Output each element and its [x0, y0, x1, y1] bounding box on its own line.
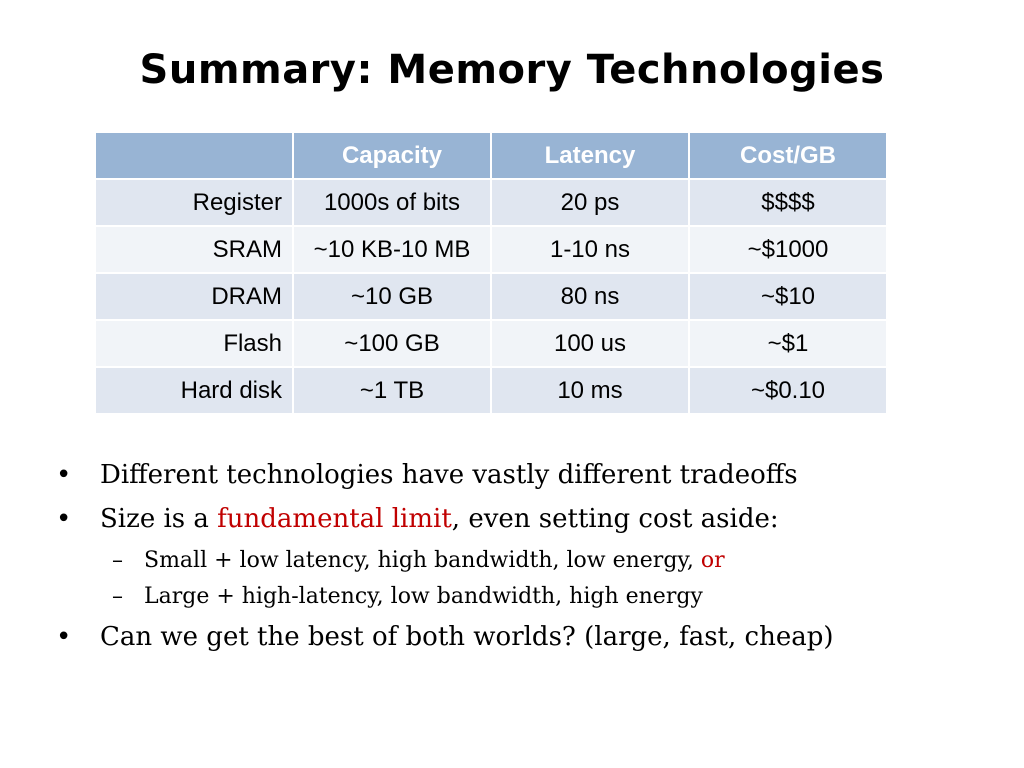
latency-cell: 20 ps [492, 180, 688, 225]
capacity-cell: ~100 GB [294, 321, 490, 366]
sub-bullet-group: – Small + low latency, high bandwidth, l… [56, 543, 976, 615]
row-label: Register [96, 180, 292, 225]
bullet-size-limit: • Size is a fundamental limit, even sett… [56, 499, 976, 539]
row-label: Flash [96, 321, 292, 366]
memory-technologies-table: Capacity Latency Cost/GB Register 1000s … [94, 131, 888, 415]
latency-cell: 80 ns [492, 274, 688, 319]
cost-cell: ~$0.10 [690, 368, 886, 413]
sub-bullet-dash: – [112, 548, 123, 573]
latency-cell: 1-10 ns [492, 227, 688, 272]
cost-cell: ~$1000 [690, 227, 886, 272]
capacity-cell: ~10 KB-10 MB [294, 227, 490, 272]
table-header-row: Capacity Latency Cost/GB [96, 133, 886, 178]
row-label: Hard disk [96, 368, 292, 413]
bullet-text: Different technologies have vastly diffe… [100, 460, 798, 490]
table-header-cost: Cost/GB [690, 133, 886, 178]
table-row: SRAM ~10 KB-10 MB 1-10 ns ~$1000 [96, 227, 886, 272]
slide-title: Summary: Memory Technologies [139, 47, 885, 93]
sub-bullet-text: Large + high-latency, low bandwidth, hig… [144, 584, 703, 609]
row-label: DRAM [96, 274, 292, 319]
table-row: DRAM ~10 GB 80 ns ~$10 [96, 274, 886, 319]
bullet-best-of-both: • Can we get the best of both worlds? (l… [56, 617, 976, 657]
bullet-text: Can we get the best of both worlds? (lar… [100, 622, 834, 652]
cost-cell: ~$1 [690, 321, 886, 366]
bullet-text-post: , even setting cost aside: [451, 504, 779, 534]
sub-bullet-large: – Large + high-latency, low bandwidth, h… [56, 579, 976, 615]
highlight-or: or [700, 548, 725, 573]
row-label: SRAM [96, 227, 292, 272]
latency-cell: 100 us [492, 321, 688, 366]
capacity-cell: ~1 TB [294, 368, 490, 413]
sub-bullet-small: – Small + low latency, high bandwidth, l… [56, 543, 976, 579]
capacity-cell: 1000s of bits [294, 180, 490, 225]
table-header-latency: Latency [492, 133, 688, 178]
table-row: Hard disk ~1 TB 10 ms ~$0.10 [96, 368, 886, 413]
cost-cell: $$$$ [690, 180, 886, 225]
latency-cell: 10 ms [492, 368, 688, 413]
bullet-tradeoffs: • Different technologies have vastly dif… [56, 455, 976, 495]
bullet-marker: • [56, 460, 72, 490]
capacity-cell: ~10 GB [294, 274, 490, 319]
table-header-capacity: Capacity [294, 133, 490, 178]
bullet-text-pre: Size is a [100, 504, 218, 534]
table-row: Register 1000s of bits 20 ps $$$$ [96, 180, 886, 225]
highlight-fundamental-limit: fundamental limit [217, 504, 452, 534]
table-header-corner [96, 133, 292, 178]
sub-bullet-dash: – [112, 584, 123, 609]
sub-bullet-text: Small + low latency, high bandwidth, low… [144, 548, 701, 573]
bullet-marker: • [56, 622, 72, 652]
bullet-marker: • [56, 504, 72, 534]
bullet-list: • Different technologies have vastly dif… [56, 455, 976, 661]
cost-cell: ~$10 [690, 274, 886, 319]
table-row: Flash ~100 GB 100 us ~$1 [96, 321, 886, 366]
sub-bullet-list: – Small + low latency, high bandwidth, l… [56, 543, 976, 615]
